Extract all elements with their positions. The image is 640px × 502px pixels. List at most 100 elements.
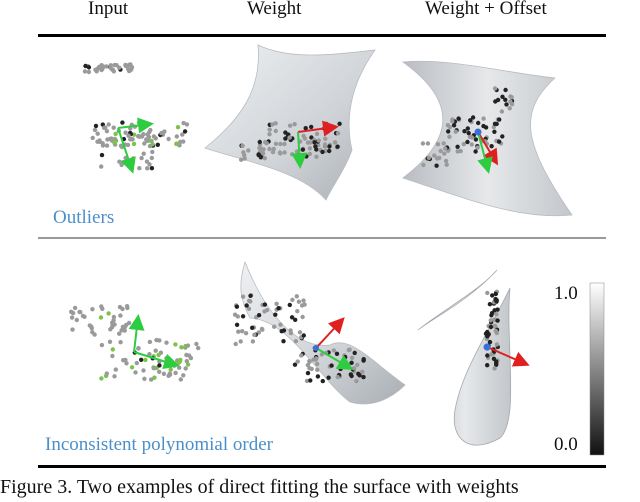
point	[434, 163, 439, 168]
point	[142, 141, 147, 146]
point	[323, 136, 328, 141]
point	[426, 155, 432, 160]
point	[446, 129, 451, 134]
point	[129, 365, 135, 370]
point	[332, 140, 338, 145]
point	[252, 332, 257, 337]
point	[259, 326, 265, 332]
point	[281, 339, 286, 344]
point	[483, 125, 489, 130]
point	[120, 120, 125, 125]
point	[360, 369, 365, 374]
point	[86, 69, 92, 75]
point	[139, 357, 144, 362]
point	[308, 140, 313, 145]
point	[187, 353, 192, 358]
point	[100, 141, 105, 146]
point	[258, 146, 264, 151]
point	[314, 356, 319, 361]
point	[447, 134, 452, 139]
point-clouds	[69, 62, 515, 384]
point	[155, 142, 160, 147]
point	[435, 142, 441, 147]
point	[324, 121, 329, 127]
point	[80, 313, 86, 319]
point	[118, 143, 124, 148]
point	[250, 339, 256, 344]
point	[262, 302, 268, 307]
point	[196, 345, 201, 351]
point	[313, 144, 318, 149]
point	[288, 330, 294, 336]
point	[117, 159, 122, 164]
point	[150, 149, 155, 155]
point	[335, 374, 340, 380]
point	[241, 150, 246, 155]
point	[455, 149, 460, 154]
point	[99, 152, 105, 158]
point	[240, 294, 246, 299]
point	[111, 125, 116, 130]
point	[267, 127, 272, 132]
point	[296, 299, 302, 304]
point	[473, 137, 479, 142]
point	[143, 357, 148, 363]
point	[123, 62, 128, 68]
point	[142, 376, 147, 381]
point	[331, 348, 337, 353]
weight-surface-bottom	[240, 260, 406, 405]
point	[496, 139, 502, 144]
column-header-weight-offset: Weight + Offset	[425, 0, 547, 19]
point	[490, 293, 495, 298]
point	[99, 304, 104, 309]
point	[327, 148, 332, 154]
point	[441, 141, 446, 146]
point	[264, 141, 269, 146]
point	[325, 129, 330, 135]
point	[89, 324, 94, 329]
normal-vector-weight-2	[315, 317, 345, 349]
point	[469, 142, 474, 147]
point	[495, 318, 500, 323]
point	[149, 155, 154, 161]
point	[184, 359, 189, 364]
point	[164, 340, 169, 345]
point	[99, 342, 105, 348]
point	[113, 131, 118, 137]
point	[136, 134, 141, 139]
point	[504, 102, 509, 107]
point	[282, 150, 287, 155]
point	[180, 132, 185, 137]
point	[338, 366, 343, 372]
point	[488, 318, 493, 323]
point	[326, 375, 331, 380]
point	[141, 368, 146, 373]
point	[147, 339, 153, 345]
point	[302, 302, 307, 307]
point	[492, 86, 498, 91]
point	[69, 315, 75, 320]
point	[185, 343, 191, 348]
point	[69, 309, 74, 314]
point	[149, 377, 154, 382]
point	[110, 353, 115, 359]
center-point-offset-1	[474, 128, 482, 136]
normal-vector-input-2	[133, 351, 180, 370]
point	[494, 342, 500, 347]
point	[257, 139, 262, 145]
point	[462, 129, 467, 134]
point	[82, 69, 88, 74]
point	[469, 135, 475, 140]
point	[106, 122, 111, 127]
point	[500, 94, 505, 100]
point	[314, 154, 319, 159]
point	[99, 64, 104, 70]
point	[503, 97, 508, 103]
point	[126, 133, 131, 138]
point	[133, 370, 138, 375]
point	[300, 147, 305, 152]
point	[162, 129, 167, 134]
point	[161, 371, 167, 376]
point	[287, 302, 292, 308]
point	[141, 132, 146, 137]
